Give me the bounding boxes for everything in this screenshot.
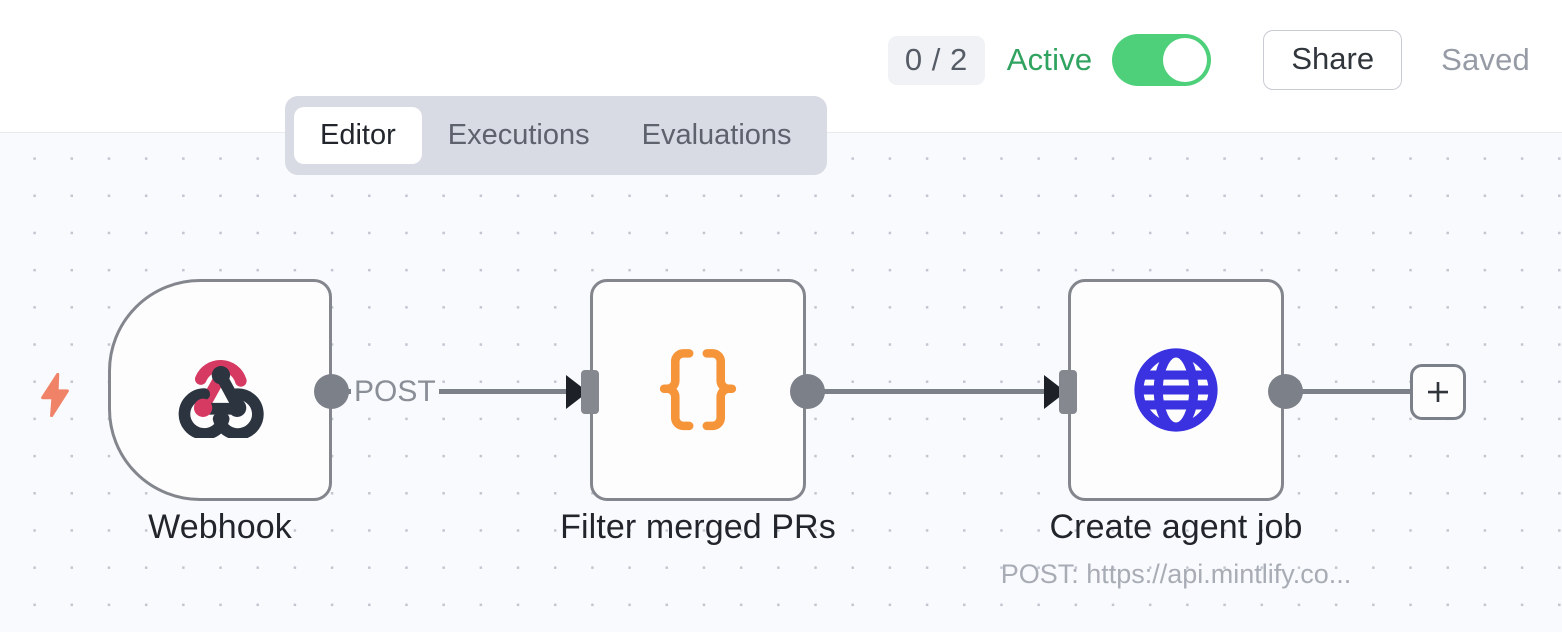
workflow-canvas[interactable]: POST Webhook bbox=[0, 133, 1562, 632]
node-label-webhook: Webhook bbox=[148, 508, 292, 546]
plus-icon bbox=[1428, 382, 1448, 402]
node-label-create-agent-job: Create agent job bbox=[1049, 508, 1303, 546]
run-count-badge: 0 / 2 bbox=[887, 35, 985, 85]
node-filter-merged-prs[interactable] bbox=[590, 279, 806, 501]
active-status-label: Active bbox=[1006, 42, 1093, 77]
port-input-filter[interactable] bbox=[581, 370, 599, 414]
tab-evaluations[interactable]: Evaluations bbox=[641, 119, 792, 151]
webhook-icon bbox=[178, 360, 264, 438]
port-output-webhook[interactable] bbox=[314, 374, 349, 409]
header-actions: 0 / 2 Active Share Saved bbox=[887, 0, 1530, 120]
edge-webhook-to-filter bbox=[345, 389, 590, 394]
port-input-http[interactable] bbox=[1059, 370, 1077, 414]
port-output-filter[interactable] bbox=[790, 374, 825, 409]
saved-status-label: Saved bbox=[1441, 42, 1530, 77]
node-create-agent-job[interactable] bbox=[1068, 279, 1284, 501]
node-label-filter-merged-prs: Filter merged PRs bbox=[560, 508, 836, 546]
node-webhook[interactable] bbox=[108, 279, 332, 501]
add-node-button[interactable] bbox=[1410, 364, 1466, 420]
edge-label-post: POST bbox=[351, 375, 439, 409]
share-button[interactable]: Share bbox=[1263, 30, 1403, 90]
edge-filter-to-http bbox=[808, 389, 1068, 394]
active-toggle[interactable] bbox=[1112, 34, 1212, 86]
node-sublabel-create-agent-job: POST: https://api.mintlify.co... bbox=[1000, 559, 1352, 589]
edge-http-to-add bbox=[1288, 389, 1420, 394]
lightning-bolt-icon[interactable] bbox=[38, 372, 72, 422]
curly-braces-icon bbox=[659, 349, 737, 431]
port-output-http[interactable] bbox=[1268, 374, 1303, 409]
toggle-knob bbox=[1163, 38, 1208, 82]
tab-bar: Editor Executions Evaluations bbox=[285, 96, 827, 175]
globe-icon bbox=[1134, 348, 1218, 432]
tab-executions[interactable]: Executions bbox=[447, 119, 590, 151]
tab-editor[interactable]: Editor bbox=[294, 107, 422, 164]
